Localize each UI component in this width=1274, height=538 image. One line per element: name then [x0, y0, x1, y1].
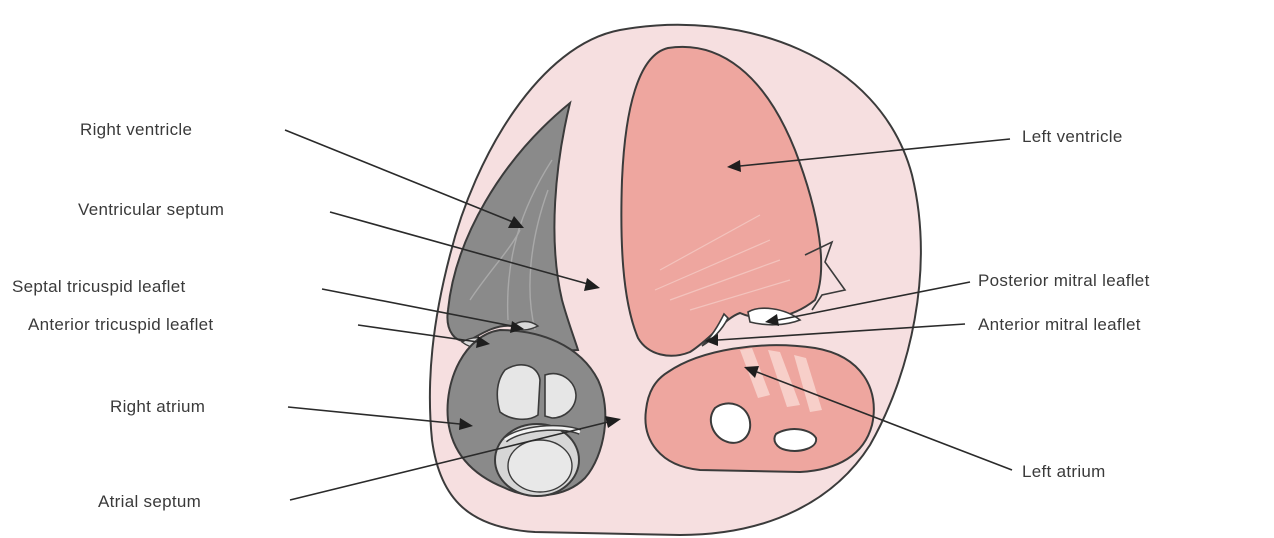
pulmonary-vein-opening-2 — [774, 429, 816, 451]
label-right-atrium: Right atrium — [110, 397, 205, 416]
label-left-ventricle: Left ventricle — [1022, 127, 1123, 146]
label-posterior-mitral-leaflet: Posterior mitral leaflet — [978, 271, 1150, 290]
left-atrium-chamber — [645, 345, 873, 472]
coronary-sinus-inner — [508, 440, 572, 492]
label-ventricular-septum: Ventricular septum — [78, 200, 224, 219]
label-septal-tricuspid-leaflet: Septal tricuspid leaflet — [12, 277, 186, 296]
label-left-atrium: Left atrium — [1022, 462, 1106, 481]
right-atrium-valve-left — [497, 365, 540, 419]
label-anterior-mitral-leaflet: Anterior mitral leaflet — [978, 315, 1141, 334]
label-right-ventricle: Right ventricle — [80, 120, 192, 139]
label-atrial-septum: Atrial septum — [98, 492, 201, 511]
label-anterior-tricuspid-leaflet: Anterior tricuspid leaflet — [28, 315, 213, 334]
